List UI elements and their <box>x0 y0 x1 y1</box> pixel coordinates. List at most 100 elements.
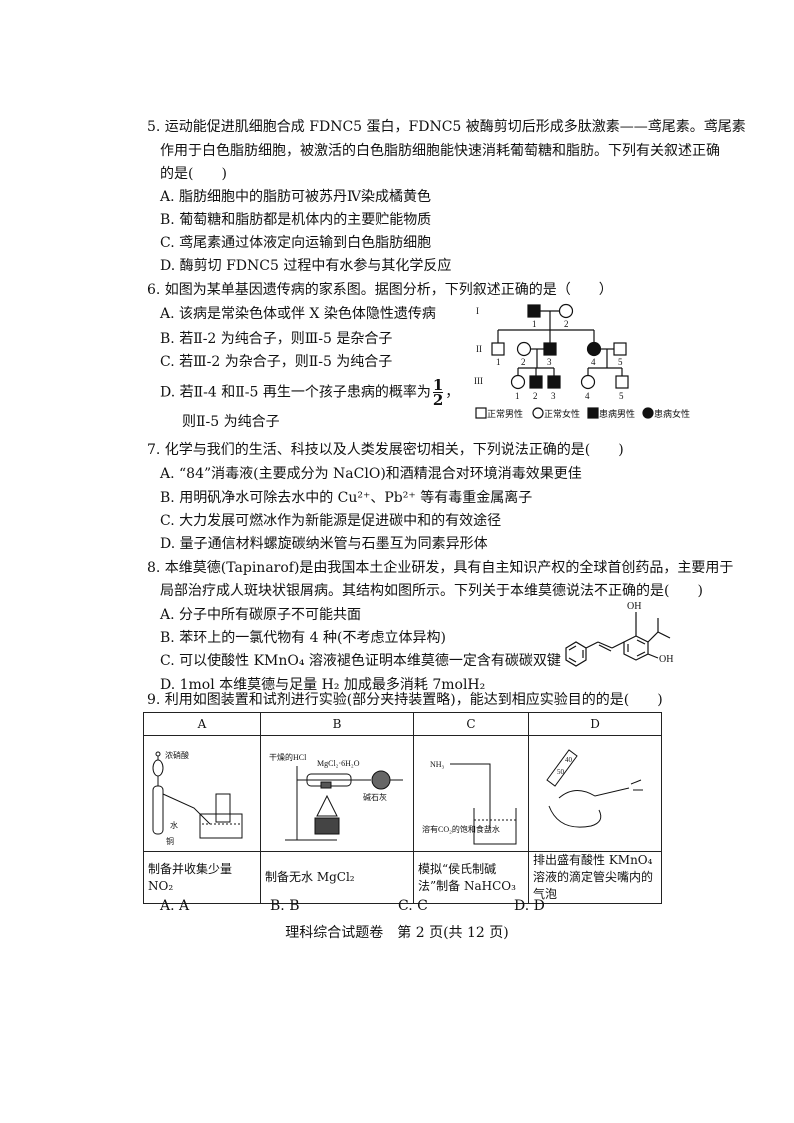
caption-d: 排出盛有酸性 KMnO₄ 溶液的滴定管尖嘴内的气泡 <box>528 851 662 904</box>
legend-affected-male-icon <box>587 407 599 419</box>
apparatus-c: NH₃ 溶有CO₂的饱和食盐水 <box>413 735 529 852</box>
q6-option-a: A. 该病是常染色体或伴 X 染色体隐性遗传病 <box>160 306 436 322</box>
gen3-num-3: 3 <box>551 391 556 401</box>
caption-a: 制备并收集少量 NO₂ <box>143 851 261 904</box>
label-co2-brine: 溶有CO₂的饱和食盐水 <box>422 824 500 834</box>
col-header-a: A <box>143 712 261 736</box>
label-soda-lime: 碱石灰 <box>363 792 387 802</box>
q8-stem-line-2: 局部治疗成人斑块状银屑病。其结构如图所示。下列关于本维莫德说法不正确的是( ) <box>160 583 703 599</box>
label-40: 40 <box>565 756 573 764</box>
legend-affected-female: 患病女性 <box>654 408 690 419</box>
legend-normal-male: 正常男性 <box>487 408 523 419</box>
gen3-affected-male-2 <box>529 375 543 389</box>
q7-option-d: D. 量子通信材料螺旋碳纳米管与石墨互为同素异形体 <box>160 536 488 552</box>
q7-stem: 7. 化学与我们的生活、科技以及人类发展密切相关，下列说法正确的是( ) <box>147 442 624 458</box>
gen2-num-3: 3 <box>547 357 552 367</box>
q7-option-a: A. “84”消毒液(主要成分为 NaClO)和酒精混合对环境消毒效果更佳 <box>160 466 582 482</box>
q8-stem-line-1: 8. 本维莫德(Tapinarof)是由我国本土企业研发，具有自主知识产权的全球… <box>147 560 734 576</box>
q9-answer-c: C. C <box>398 898 428 914</box>
gen2-num-5: 5 <box>618 357 623 367</box>
gen2-normal-male-1 <box>491 342 505 356</box>
gen1-num-1: 1 <box>532 319 537 329</box>
oh-label-right: OH <box>659 654 673 665</box>
q6-option-d-text: D. 若Ⅱ-4 和Ⅱ-5 再生一个孩子患病的概率为 <box>160 384 431 401</box>
tapinarof-structure: OH OH <box>565 601 673 667</box>
label-dry-hcl: 干燥的HCl <box>269 752 307 762</box>
label-copper: 铜 <box>166 836 174 846</box>
legend-normal-female-icon <box>532 407 544 419</box>
q5-option-d: D. 酶剪切 FDNC5 过程中有水参与其化学反应 <box>160 258 452 274</box>
q9-answer-d: D. D <box>514 898 545 914</box>
q8-option-b: B. 苯环上的一氯代物有 4 种(不考虑立体异构) <box>160 630 446 646</box>
gen3-normal-female-4 <box>580 374 596 390</box>
apparatus-c-drawing: NH₃ 溶有CO₂的饱和食盐水 <box>422 760 517 845</box>
q7-option-c: C. 大力发展可燃冰作为新能源是促进碳中和的有效途径 <box>160 513 502 529</box>
apparatus-b: 干燥的HCl MgCl₂·6H₂O 碱石灰 <box>260 735 414 852</box>
gen3-num-4: 4 <box>585 391 590 401</box>
q6-option-c: C. 若Ⅲ-2 为杂合子，则Ⅱ-5 为纯合子 <box>160 354 393 370</box>
gen2-affected-female-4 <box>586 341 602 357</box>
col-header-c: C <box>413 712 529 736</box>
q5-stem-line-3: 的是( ) <box>160 166 227 182</box>
label-conc-nitric-acid: 浓硝酸 <box>165 750 189 760</box>
q6-option-d-line-2: 则Ⅱ-5 为纯合子 <box>182 414 280 430</box>
apparatus-a-drawing: 浓硝酸 水 铜 <box>152 750 243 846</box>
apparatus-a: 浓硝酸 水 铜 <box>143 735 261 852</box>
fraction-numerator: 1 <box>432 376 444 394</box>
gen1-affected-male <box>527 304 541 318</box>
gen3-num-5: 5 <box>619 391 624 401</box>
gen3-affected-male-3 <box>547 375 561 389</box>
pedigree-chart: I II III 1 2 1 2 3 4 5 <box>474 303 690 419</box>
legend-normal-male-icon <box>475 407 487 419</box>
page-footer: 理科综合试题卷 第 2 页(共 12 页) <box>285 925 509 941</box>
gen3-num-1: 1 <box>515 391 520 401</box>
gen3-normal-male-5 <box>615 375 629 389</box>
legend-affected-female-icon <box>642 407 654 419</box>
q8-option-d: D. 1mol 本维莫德与足量 H₂ 加成最多消耗 7molH₂ <box>160 677 486 693</box>
col-header-b: B <box>260 712 414 736</box>
gen-label-2: II <box>476 344 482 354</box>
label-50: 50 <box>557 768 565 776</box>
legend-normal-female: 正常女性 <box>544 408 580 419</box>
gen3-normal-female-1 <box>510 374 526 390</box>
gen-label-3: III <box>474 376 483 386</box>
q7-option-b: B. 用明矾净水可除去水中的 Cu²⁺、Pb²⁺ 等有毒重金属离子 <box>160 490 533 506</box>
label-mgcl2-hydrate: MgCl₂·6H₂O <box>317 759 360 768</box>
apparatus-b-drawing: 干燥的HCl MgCl₂·6H₂O 碱石灰 <box>269 752 403 841</box>
q8-option-a: A. 分子中所有碳原子不可能共面 <box>160 607 362 623</box>
q6-option-b: B. 若Ⅱ-2 为纯合子，则Ⅲ-5 是杂合子 <box>160 331 393 347</box>
gen1-num-2: 2 <box>564 319 569 329</box>
q8-option-c: C. 可以使酸性 KMnO₄ 溶液褪色证明本维莫德一定含有碳碳双键 <box>160 653 561 669</box>
label-nh3: NH₃ <box>430 760 445 769</box>
oh-label-top: OH <box>627 601 641 612</box>
caption-c: 模拟“侯氏制碱法”制备 NaHCO₃ <box>413 851 529 904</box>
caption-b: 制备无水 MgCl₂ <box>260 851 414 904</box>
gen3-num-2: 2 <box>533 391 538 401</box>
apparatus-d-drawing: 40 50 <box>546 749 643 828</box>
gen2-num-1: 1 <box>496 357 501 367</box>
legend-affected-male: 患病男性 <box>599 408 635 419</box>
q9-answer-b: B. B <box>270 898 300 914</box>
fraction-denominator: 2 <box>432 391 444 409</box>
q5-stem-line-2: 作用于白色脂肪细胞，被激活的白色脂肪细胞能快速消耗葡萄糖和脂肪。下列有关叙述正确 <box>160 143 720 159</box>
apparatus-d: 40 50 <box>528 735 662 852</box>
q9-stem: 9. 利用如图装置和试剂进行实验(部分夹持装置略)，能达到相应实验目的的是( ) <box>147 692 663 708</box>
q6-option-d-comma: ， <box>445 384 460 401</box>
q5-stem-line-1: 5. 运动能促进肌细胞合成 FDNC5 蛋白，FDNC5 被酶剪切后形成多肽激素… <box>147 119 746 135</box>
q9-answer-a: A. A <box>160 898 190 914</box>
gen2-affected-male-3 <box>543 342 557 356</box>
q6-stem: 6. 如图为某单基因遗传病的家系图。据图分析，下列叙述正确的是（ ） <box>147 282 613 298</box>
gen2-normal-female-2 <box>516 341 532 357</box>
q5-option-b: B. 葡萄糖和脂肪都是机体内的主要贮能物质 <box>160 212 432 228</box>
q5-option-c: C. 鸢尾素通过体液定向运输到白色脂肪细胞 <box>160 235 432 251</box>
label-water: 水 <box>170 820 178 830</box>
col-header-d: D <box>528 712 662 736</box>
gen2-num-2: 2 <box>521 357 526 367</box>
gen2-normal-male-5 <box>613 342 627 356</box>
gen1-normal-female <box>558 303 574 319</box>
gen2-num-4: 4 <box>591 357 596 367</box>
apparatus-table: A B C D 浓硝酸 水 <box>143 712 662 904</box>
gen-label-1: I <box>476 306 479 316</box>
